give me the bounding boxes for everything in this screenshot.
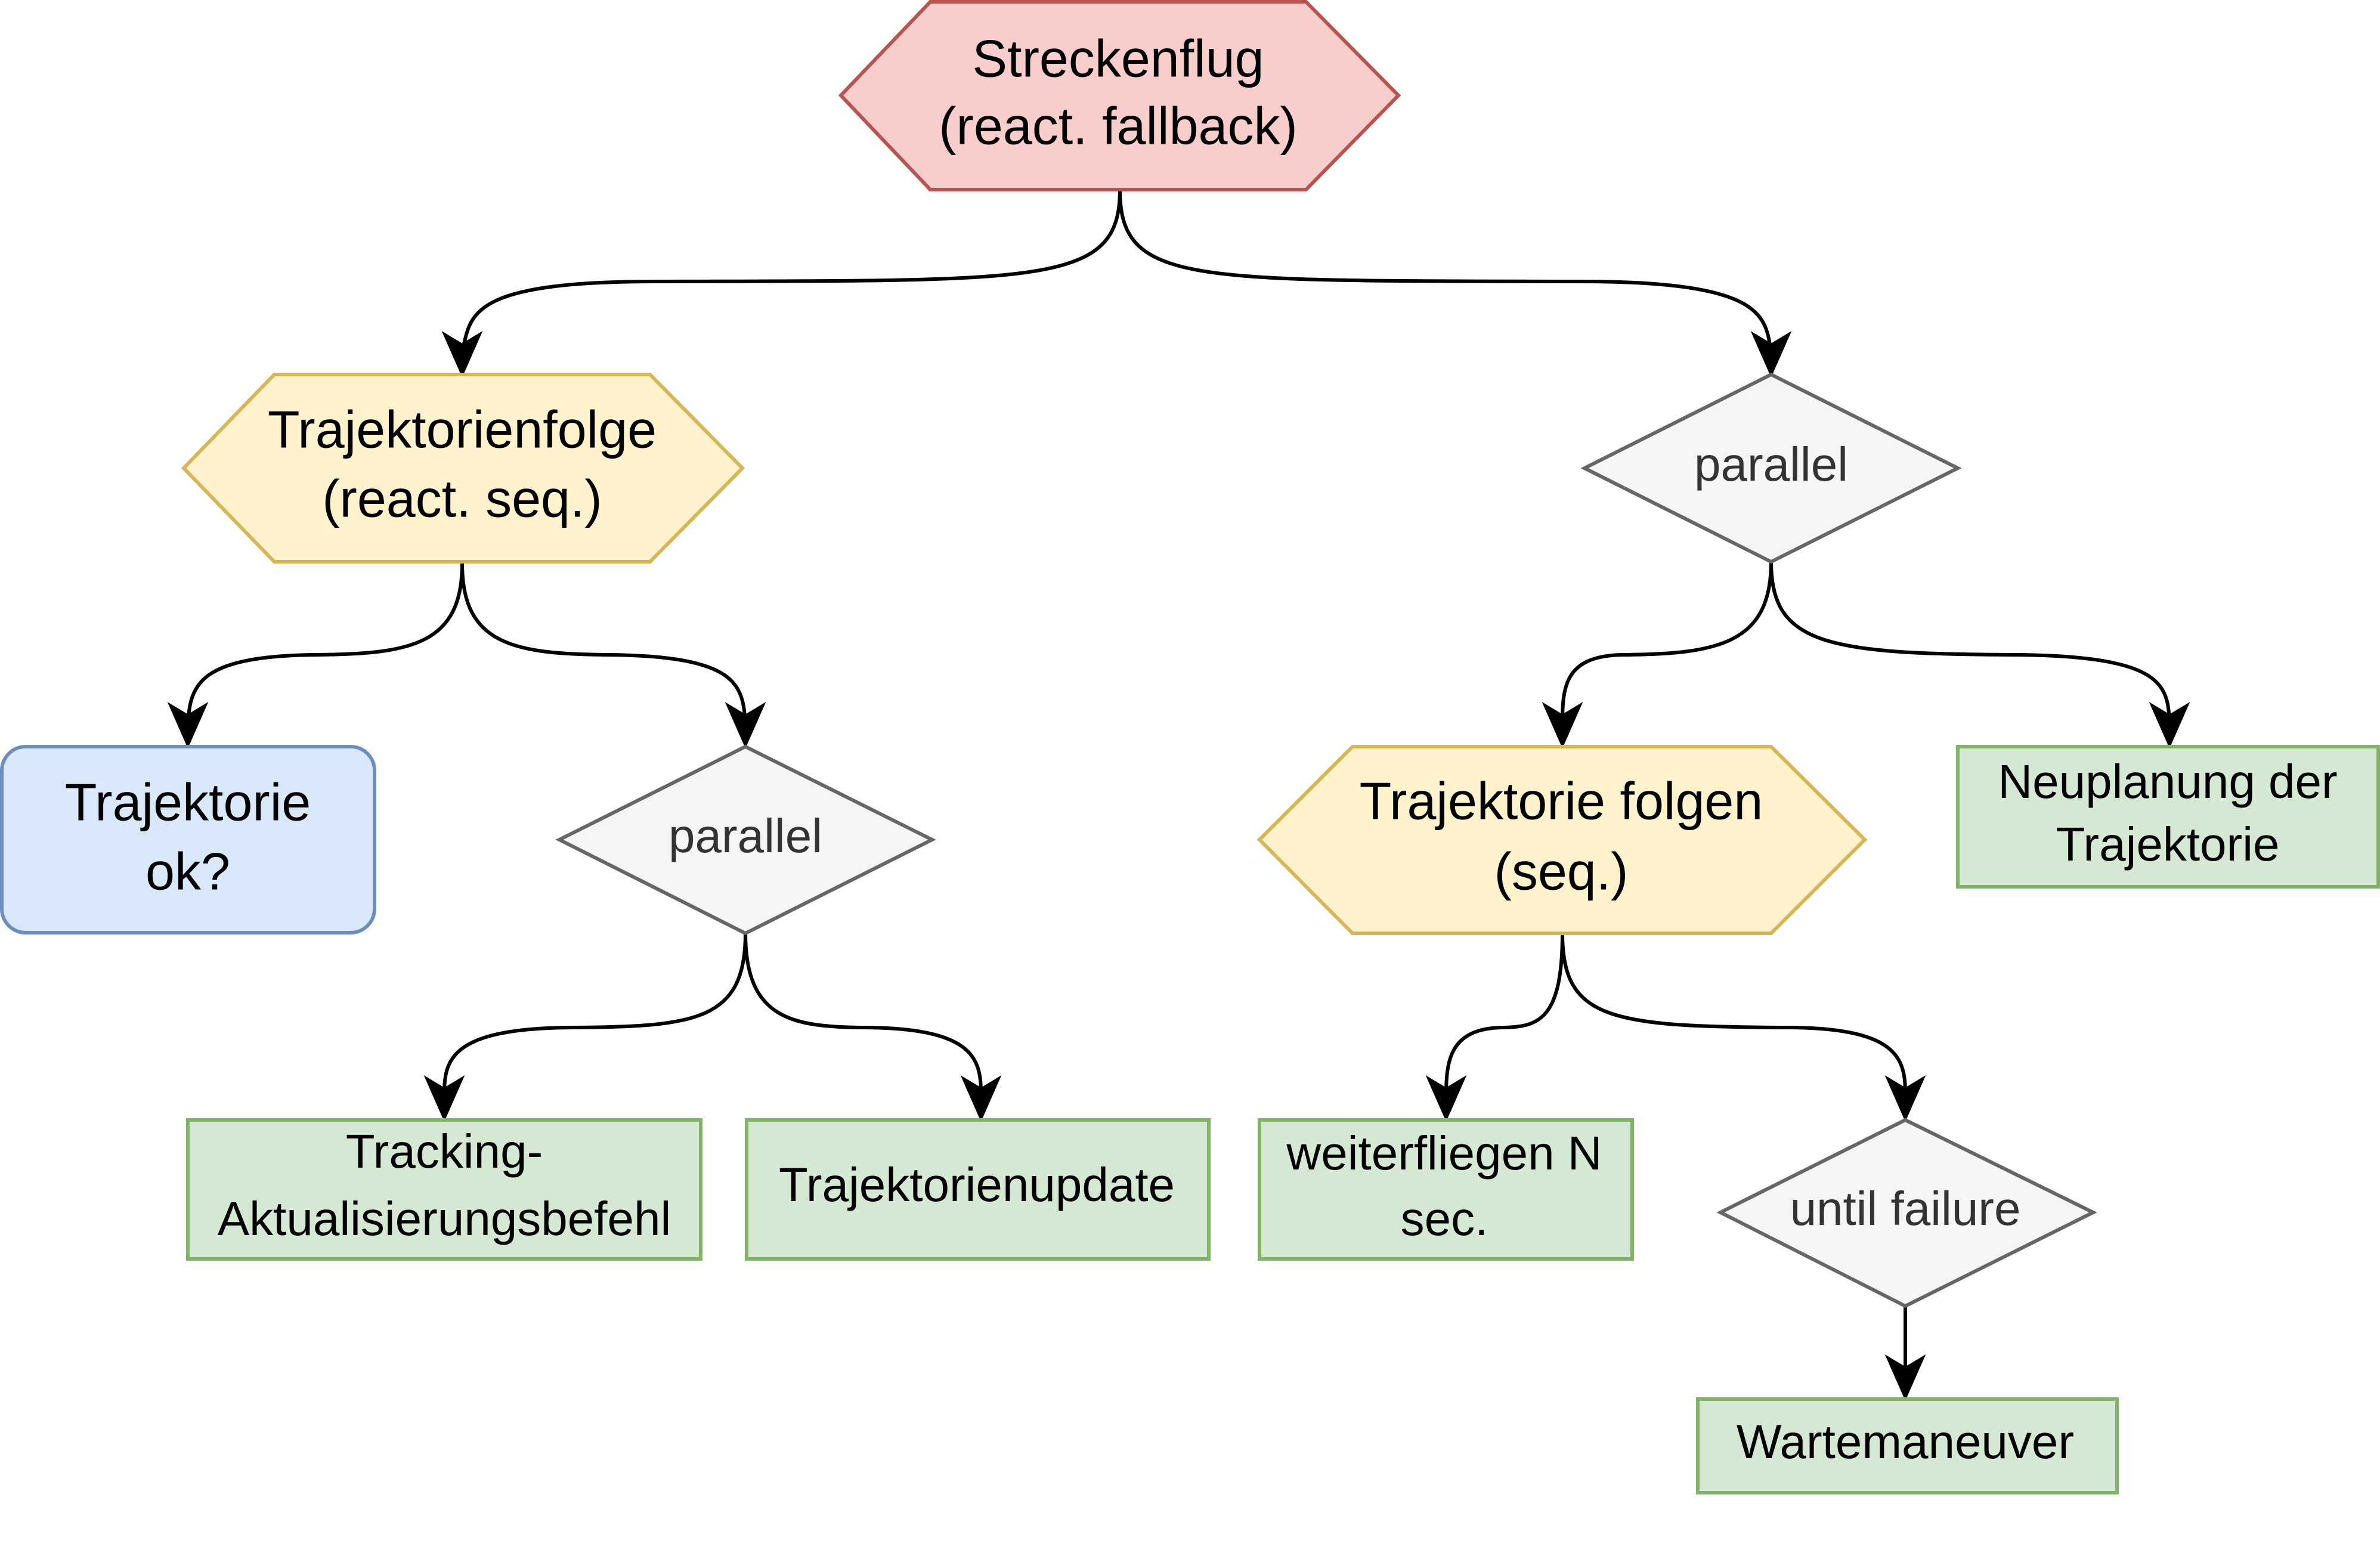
node-label-line2: ok? [146, 841, 230, 901]
edge-parallel-right-to-neuplanung [1769, 561, 2171, 723]
node-until-failure-decorator: until failure [1716, 1118, 2097, 1308]
edge-trajektorie-folgen-to-until-failure [1561, 933, 1907, 1097]
node-parallel-left: parallel [555, 744, 936, 936]
node-tracking-action: Tracking- Aktualisierungsbefehl [186, 1118, 702, 1261]
node-streckenflug-fallback: Streckenflug (react. fallback) [838, 0, 1401, 191]
edges [167, 189, 2190, 1401]
node-label: Trajektorienupdate [779, 1158, 1175, 1211]
arrowhead-icon [725, 702, 766, 748]
node-trajektorienupdate-action: Trajektorienupdate [745, 1118, 1211, 1261]
node-label: parallel [668, 809, 822, 862]
edge-streckenflug-to-parallel-right [1118, 189, 1773, 352]
edge-parallel-left-to-trajektorienupdate [744, 933, 983, 1097]
node-label-line2: Trajektorie [2056, 818, 2280, 871]
rect-shape [1956, 745, 2380, 889]
rect-shape [1258, 1118, 1634, 1261]
arrowhead-icon [960, 1075, 1002, 1122]
rect-shape [186, 1118, 702, 1261]
node-label-line1: Tracking- [346, 1125, 543, 1178]
diamond-shape [1580, 372, 1962, 564]
arrowhead-icon [2149, 702, 2190, 748]
node-label: parallel [1694, 438, 1848, 491]
arrowhead-icon [1750, 331, 1792, 377]
node-label-line1: Trajektorie folgen [1360, 771, 1763, 830]
hexagon-shape [181, 373, 745, 564]
node-label-line1: weiterfliegen N [1286, 1127, 1602, 1180]
arrowhead-icon [423, 1075, 465, 1122]
edge-trajektorienfolge-to-trajektorie-ok [186, 563, 464, 723]
node-label-line1: Streckenflug [972, 29, 1264, 88]
edge-trajektorie-folgen-to-weiterfliegen [1444, 933, 1564, 1097]
node-trajektorie-folgen-sequence: Trajektorie folgen (seq.) [1256, 745, 1868, 935]
node-trajektorienfolge-reactive-sequence: Trajektorienfolge (react. seq.) [181, 373, 745, 564]
node-label-line1: Trajektorie [65, 772, 311, 831]
node-label-line2: (seq.) [1494, 841, 1629, 901]
rect-shape [1696, 1397, 2119, 1494]
diamond-shape [555, 744, 936, 936]
arrowhead-icon [441, 331, 483, 377]
rect-shape [745, 1118, 1211, 1261]
node-label-line1: Neuplanung der [1998, 755, 2337, 808]
node-parallel-right: parallel [1580, 372, 1962, 564]
node-weiterfliegen-action: weiterfliegen N sec. [1258, 1118, 1634, 1261]
arrowhead-icon [1884, 1075, 1926, 1122]
diamond-shape [1716, 1118, 2097, 1308]
node-wartemaneuver-action: Wartemaneuver [1696, 1397, 2119, 1494]
arrowhead-icon [1425, 1075, 1467, 1122]
edge-parallel-right-to-trajektorie-folgen [1561, 561, 1773, 723]
node-label: Wartemaneuver [1737, 1415, 2074, 1468]
arrowhead-icon [1884, 1354, 1926, 1401]
node-neuplanung-action: Neuplanung der Trajektorie [1956, 745, 2380, 889]
hexagon-shape [838, 0, 1401, 191]
hexagon-shape [1256, 745, 1868, 935]
edge-parallel-left-to-tracking [442, 933, 747, 1097]
node-label-line2: Aktualisierungsbefehl [218, 1192, 671, 1245]
node-label-line2: sec. [1401, 1192, 1488, 1245]
edge-trajektorienfolge-to-parallel-left [460, 563, 747, 723]
node-label-line1: Trajektorienfolge [268, 400, 657, 459]
arrowhead-icon [1542, 702, 1583, 748]
node-label-line2: (react. seq.) [322, 469, 602, 528]
node-trajektorie-ok-condition: Trajektorie ok? [0, 745, 376, 934]
edge-streckenflug-to-trajektorienfolge [460, 189, 1122, 352]
node-label: until failure [1790, 1182, 2021, 1235]
rounded-rect-shape [0, 745, 376, 934]
node-label-line2: (react. fallback) [939, 96, 1298, 155]
arrowhead-icon [167, 702, 209, 748]
